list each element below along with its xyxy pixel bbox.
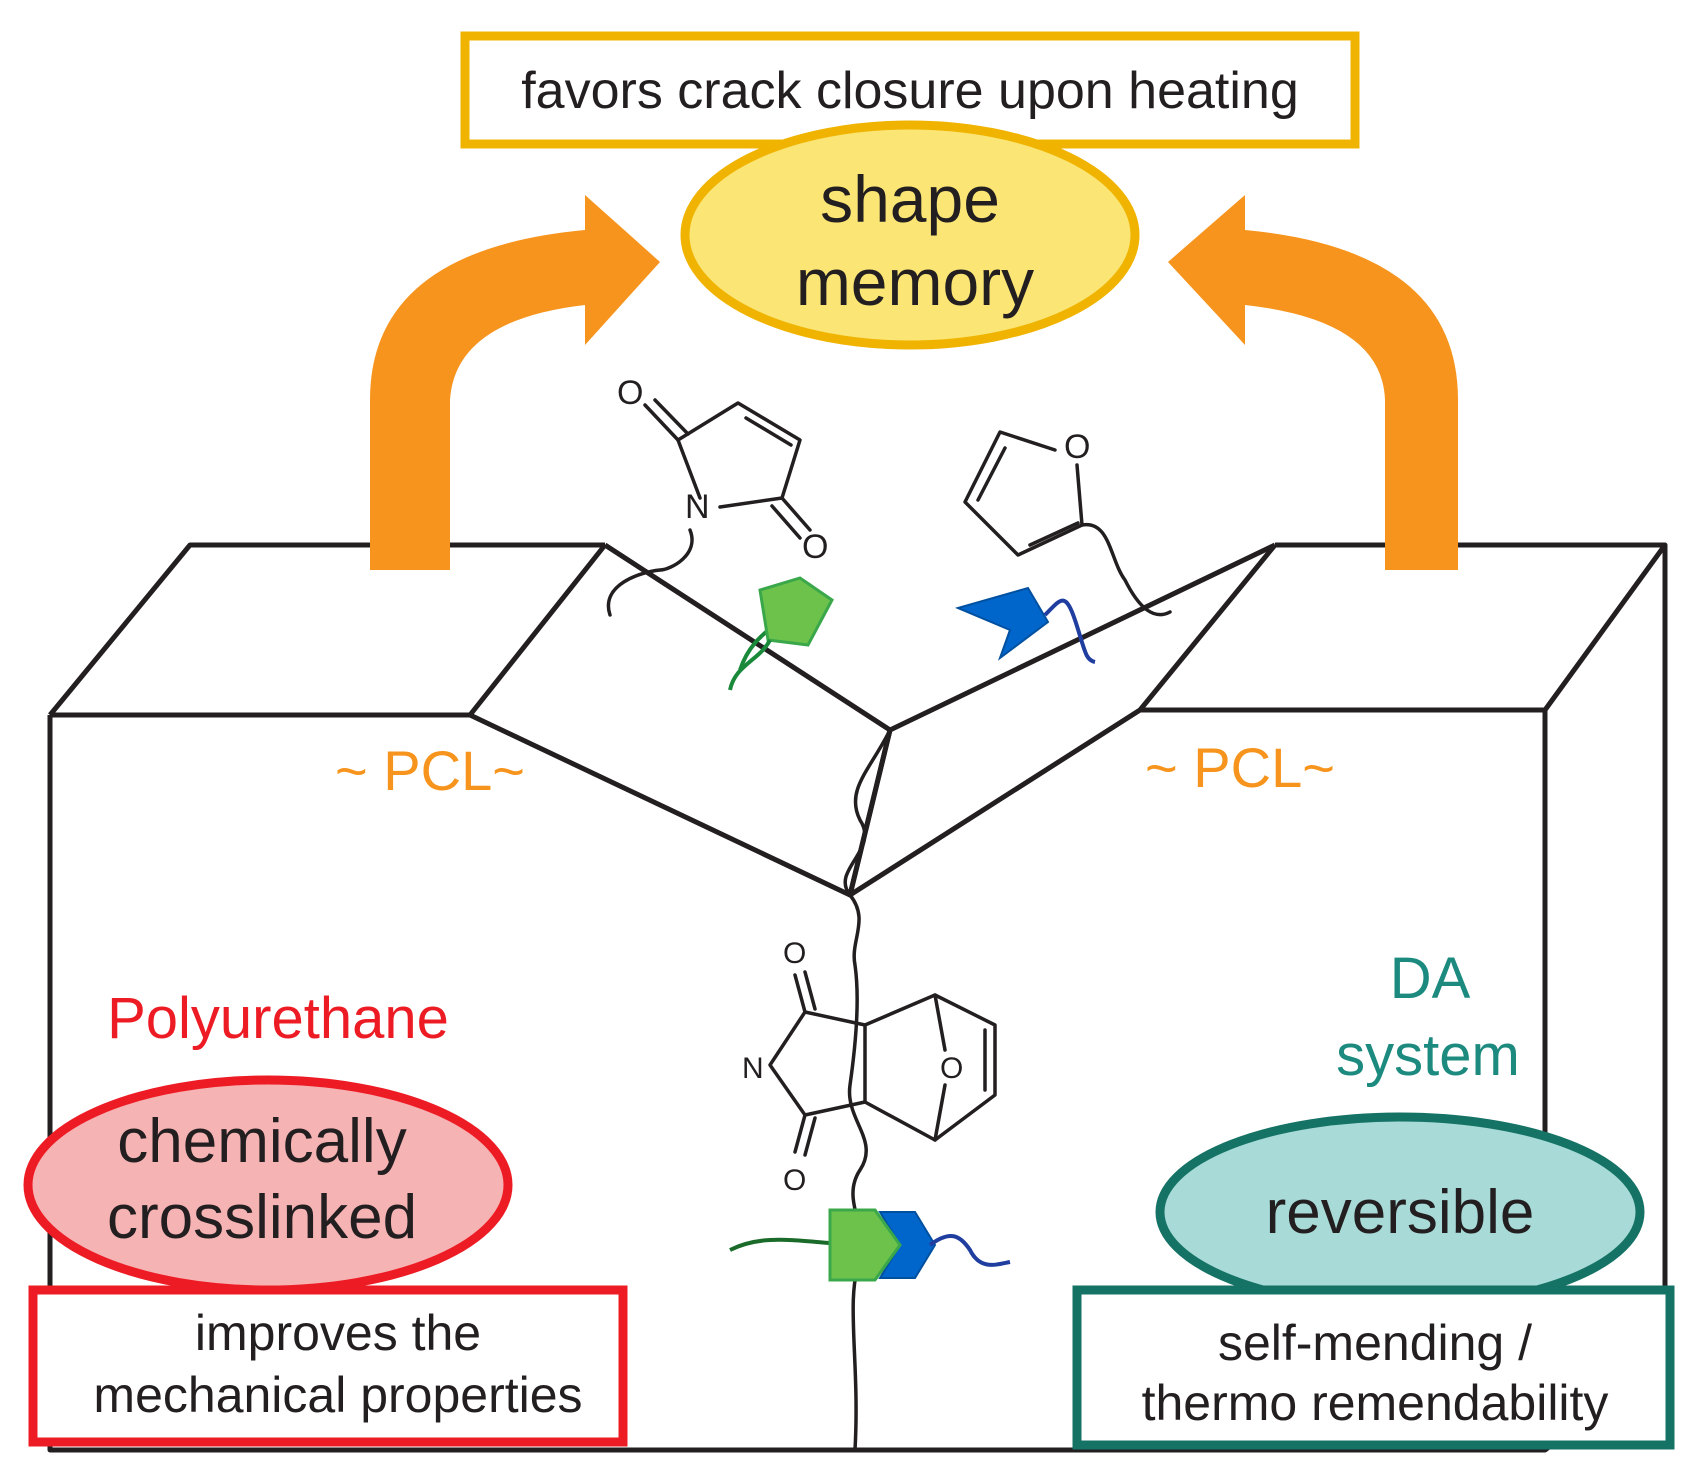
central-chain	[843, 728, 892, 1452]
left-orange-arrow	[370, 195, 660, 570]
adduct-bridge-oxygen: O	[940, 1052, 963, 1085]
green-pentagon-bottom-icon	[828, 1208, 902, 1282]
mechanical-properties-box	[28, 1285, 628, 1447]
joined-linkers-bottom	[729, 1208, 1011, 1282]
green-pentagon-top	[728, 576, 834, 691]
mechanical-line2: mechanical properties	[93, 1367, 582, 1423]
furan-structure: O	[963, 428, 1172, 617]
shape-memory-line2: memory	[796, 245, 1034, 319]
shape-memory-line1: shape	[820, 162, 1000, 236]
crosslinked-line2: crosslinked	[107, 1183, 417, 1252]
mechanical-line1: improves the	[195, 1305, 481, 1361]
adduct-nitrogen: N	[742, 1052, 764, 1085]
reversible-text: reversible	[1266, 1178, 1535, 1247]
crack-closure-text: favors crack closure upon heating	[521, 62, 1299, 120]
self-mending-box	[1072, 1285, 1675, 1450]
green-pentagon-icon	[758, 576, 834, 647]
self-mending-line2: thermo remendability	[1142, 1375, 1609, 1431]
da-system-line2: system	[1336, 1023, 1520, 1088]
maleimide-oxygen-1: O	[617, 374, 643, 412]
adduct-oxygen-bottom: O	[783, 1164, 806, 1197]
adduct-oxygen-top: O	[783, 937, 806, 970]
polyurethane-label: Polyurethane	[107, 986, 449, 1051]
maleimide-oxygen-2: O	[802, 528, 828, 566]
crosslinked-line1: chemically	[117, 1107, 406, 1176]
da-system-line1: DA	[1390, 946, 1471, 1011]
blue-arrowhead-top	[955, 586, 1096, 664]
pcl-left-label: ~ PCL~	[335, 739, 525, 802]
maleimide-structure: O N O	[606, 374, 828, 617]
maleimide-nitrogen: N	[685, 488, 710, 526]
diels-alder-adduct-structure: O N O O	[742, 937, 997, 1197]
pcl-right-label: ~ PCL~	[1145, 736, 1335, 799]
blue-arrowhead-icon	[955, 586, 1050, 661]
right-orange-arrow	[1168, 195, 1458, 570]
furan-oxygen: O	[1064, 428, 1090, 466]
shape-memory-ellipse	[680, 120, 1140, 350]
self-mending-line1: self-mending /	[1218, 1315, 1532, 1371]
